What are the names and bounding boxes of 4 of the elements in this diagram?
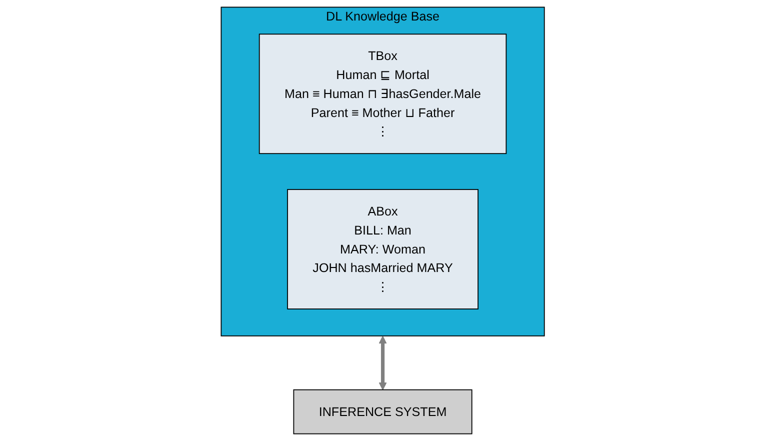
node-box: ABox BILL: Man MARY: Woman JOHN hasMarried MARY ⋮ — [287, 189, 479, 310]
arrow — [379, 336, 387, 390]
node-box: TBox Human ⊑ Mortal Man ≡ Human ⊓ ∃hasGender.Male Parent ≡ Mother ⊔ Father ⋮ — [259, 34, 507, 154]
node-box: INFERENCE SYSTEM — [293, 389, 473, 434]
